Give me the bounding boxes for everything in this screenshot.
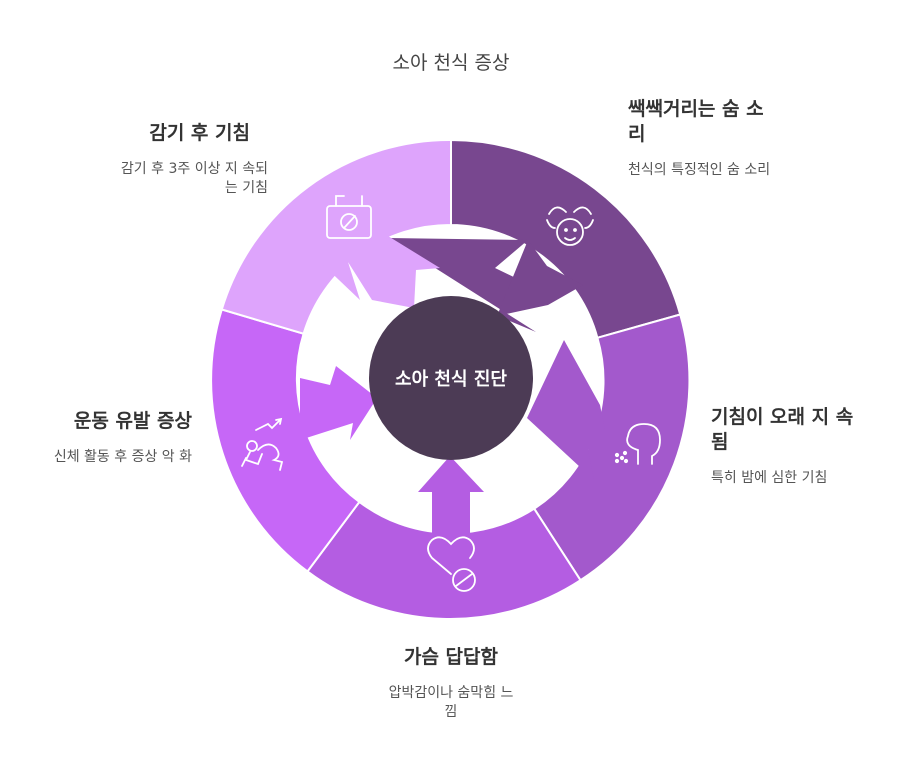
label-exercise-desc: 신체 활동 후 증상 악 화 <box>53 449 192 465</box>
label-long-cough-head: 기침이 오래 지 속됨 <box>711 406 854 453</box>
segment-cold-cough <box>220 138 452 335</box>
label-long-cough-desc: 특히 밤에 심한 기침 <box>711 470 828 486</box>
coughing-head-icon <box>614 423 661 465</box>
label-wheezing-head: 쌕쌕거리는 숨 소리 <box>628 98 764 145</box>
label-exercise-head: 운동 유발 증상 <box>73 410 192 432</box>
diagram-title: 소아 천식 증상 <box>392 52 510 74</box>
arrow-long-cough <box>527 340 605 480</box>
center-circle <box>369 296 533 460</box>
label-chest-head: 가슴 답답함 <box>403 646 498 668</box>
label-cold-cough-head: 감기 후 기침 <box>149 122 250 144</box>
arrow-cold-cough <box>318 236 440 308</box>
segment-long-cough <box>532 313 691 582</box>
segment-exercise <box>210 308 361 573</box>
arrow-wheezing-body <box>497 240 583 316</box>
arrow-exercise <box>300 366 377 440</box>
breathing-child-icon <box>546 206 594 246</box>
label-wheezing-desc: 천식의 특징적인 숨 소리 <box>628 162 771 178</box>
label-cold-cough: 감기 후 기침 감기 후 3주 이상 지 속되는 기침 <box>120 121 268 198</box>
label-chest: 가슴 답답함 압박감이나 숨막힘 느낌 <box>361 645 541 722</box>
heart-pill-icon <box>427 536 476 592</box>
arrow-chest <box>418 456 484 540</box>
medicine-calendar-icon <box>326 195 372 239</box>
label-cold-cough-desc: 감기 후 3주 이상 지 속되는 기침 <box>120 161 268 196</box>
center-label: 소아 천식 진단 <box>395 369 507 390</box>
label-long-cough: 기침이 오래 지 속됨 특히 밤에 심한 기침 <box>711 405 861 488</box>
label-wheezing: 쌕쌕거리는 숨 소리 천식의 특징적인 숨 소리 <box>628 97 778 180</box>
label-exercise: 운동 유발 증상 신체 활동 후 증상 악 화 <box>46 409 192 467</box>
exercise-runner-icon <box>241 417 284 471</box>
label-chest-desc: 압박감이나 숨막힘 느낌 <box>388 685 514 720</box>
